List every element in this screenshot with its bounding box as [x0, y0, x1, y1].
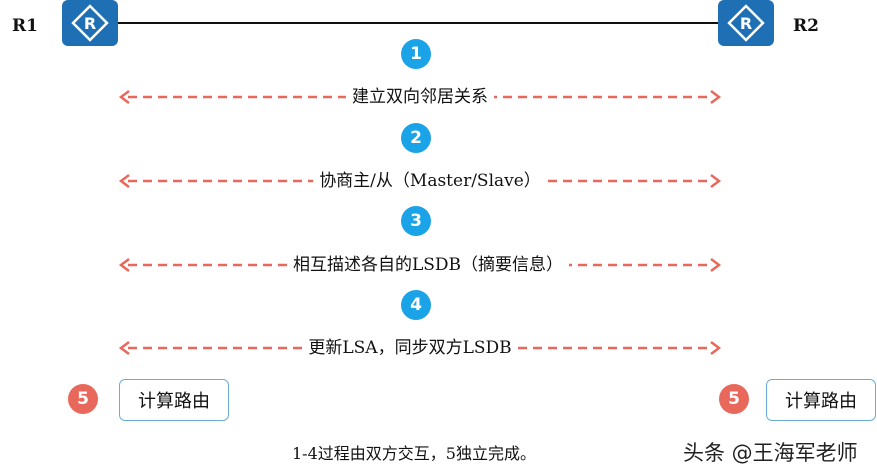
arrow-head-left [118, 90, 130, 104]
router-r2-letter: R [740, 14, 752, 33]
arrow-head-right [710, 90, 722, 104]
router-r1-letter: R [84, 14, 96, 33]
router-label-r1: R1 [12, 16, 38, 36]
step-1-arrow: 建立双向邻居关系 [118, 86, 722, 108]
arrow-head-right [710, 258, 722, 272]
step-4-badge: 4 [401, 290, 431, 320]
watermark-text: 头条 @王海军老师 [683, 441, 858, 465]
step-1-badge: 1 [401, 39, 431, 69]
step-3-arrow: 相互描述各自的LSDB（摘要信息） [118, 254, 722, 276]
router-label-r2: R2 [793, 16, 819, 36]
router-symbol-icon: R [71, 4, 109, 42]
step-2-text: 协商主/从（Master/Slave） [313, 170, 547, 192]
step-5-badge-right: 5 [719, 384, 749, 414]
step-4-arrow: 更新LSA，同步双方LSDB [118, 337, 722, 359]
step-2-badge: 2 [401, 123, 431, 153]
step-5-badge-left: 5 [68, 384, 98, 414]
arrow-head-right [710, 341, 722, 355]
arrow-head-left [118, 258, 130, 272]
router-r2-icon[interactable]: R [718, 0, 774, 46]
arrow-head-right [710, 174, 722, 188]
step-1-text: 建立双向邻居关系 [346, 86, 494, 108]
r1-r2-link [118, 22, 718, 24]
footnote-text: 1-4过程由双方交互，5独立完成。 [292, 444, 536, 463]
router-symbol-icon: R [727, 4, 765, 42]
step-4-text: 更新LSA，同步双方LSDB [302, 337, 518, 359]
calc-route-box-right: 计算路由 [766, 379, 876, 421]
router-r1-icon[interactable]: R [62, 0, 118, 46]
step-3-text: 相互描述各自的LSDB（摘要信息） [286, 254, 570, 276]
arrow-head-left [118, 174, 130, 188]
step-2-arrow: 协商主/从（Master/Slave） [118, 170, 722, 192]
calc-route-box-left: 计算路由 [119, 379, 229, 421]
arrow-head-left [118, 341, 130, 355]
step-3-badge: 3 [401, 206, 431, 236]
